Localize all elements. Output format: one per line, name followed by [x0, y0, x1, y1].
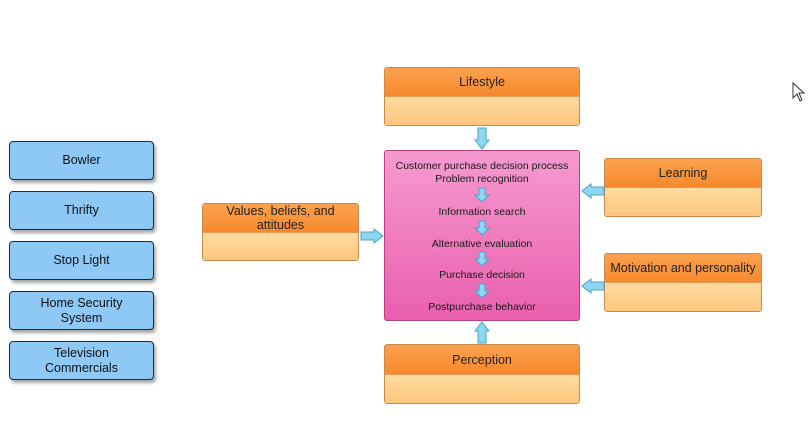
learning-drop-zone[interactable]: [605, 188, 761, 216]
step-postpurchase-behavior: Postpurchase behavior: [428, 301, 536, 313]
values-drop-zone[interactable]: [203, 233, 358, 260]
motivation-drop-zone[interactable]: [605, 283, 761, 311]
step-information-search: Information search: [438, 206, 526, 218]
values-right-arrow-icon: [360, 228, 384, 244]
tile-label: Home Security System: [40, 295, 123, 325]
down-arrow-icon: [474, 283, 490, 299]
tile-home-security-system[interactable]: Home Security System: [9, 291, 154, 330]
step-problem-recognition: Problem recognition: [435, 173, 529, 185]
tile-thrifty[interactable]: Thrifty: [9, 191, 154, 230]
tile-label: Television Commercials: [45, 345, 118, 375]
factor-values-beliefs-attitudes: Values, beliefs, and attitudes: [202, 203, 359, 261]
perception-drop-zone[interactable]: [385, 375, 579, 403]
tile-label: Thrifty: [64, 203, 99, 217]
factor-motivation-header: Motivation and personality: [605, 254, 761, 283]
lifestyle-drop-zone[interactable]: [385, 97, 579, 125]
down-arrow-icon: [474, 220, 490, 236]
perception-up-arrow-icon: [474, 321, 490, 344]
learning-left-arrow-icon: [581, 183, 605, 199]
tile-label: Stop Light: [53, 253, 110, 267]
tile-bowler[interactable]: Bowler: [9, 141, 154, 180]
down-arrow-icon: [474, 251, 490, 267]
factor-perception: Perception: [384, 344, 580, 404]
factor-motivation-personality: Motivation and personality: [604, 253, 762, 312]
motivation-left-arrow-icon: [581, 278, 605, 294]
factor-learning: Learning: [604, 158, 762, 217]
factor-lifestyle: Lifestyle: [384, 67, 580, 126]
mouse-pointer-icon: [792, 82, 806, 102]
tile-stop-light[interactable]: Stop Light: [9, 241, 154, 280]
process-title: Customer purchase decision process: [395, 160, 569, 172]
factor-perception-header: Perception: [385, 345, 579, 375]
step-purchase-decision: Purchase decision: [439, 269, 525, 281]
tile-label: Bowler: [62, 153, 101, 167]
down-arrow-icon: [474, 187, 490, 203]
factor-lifestyle-header: Lifestyle: [385, 68, 579, 97]
decision-process-box: Customer purchase decision process Probl…: [384, 150, 580, 321]
factor-learning-header: Learning: [605, 159, 761, 188]
lifestyle-down-arrow-icon: [474, 127, 490, 150]
factor-values-header: Values, beliefs, and attitudes: [203, 204, 358, 233]
tile-television-commercials[interactable]: Television Commercials: [9, 341, 154, 380]
step-alternative-evaluation: Alternative evaluation: [431, 238, 533, 250]
